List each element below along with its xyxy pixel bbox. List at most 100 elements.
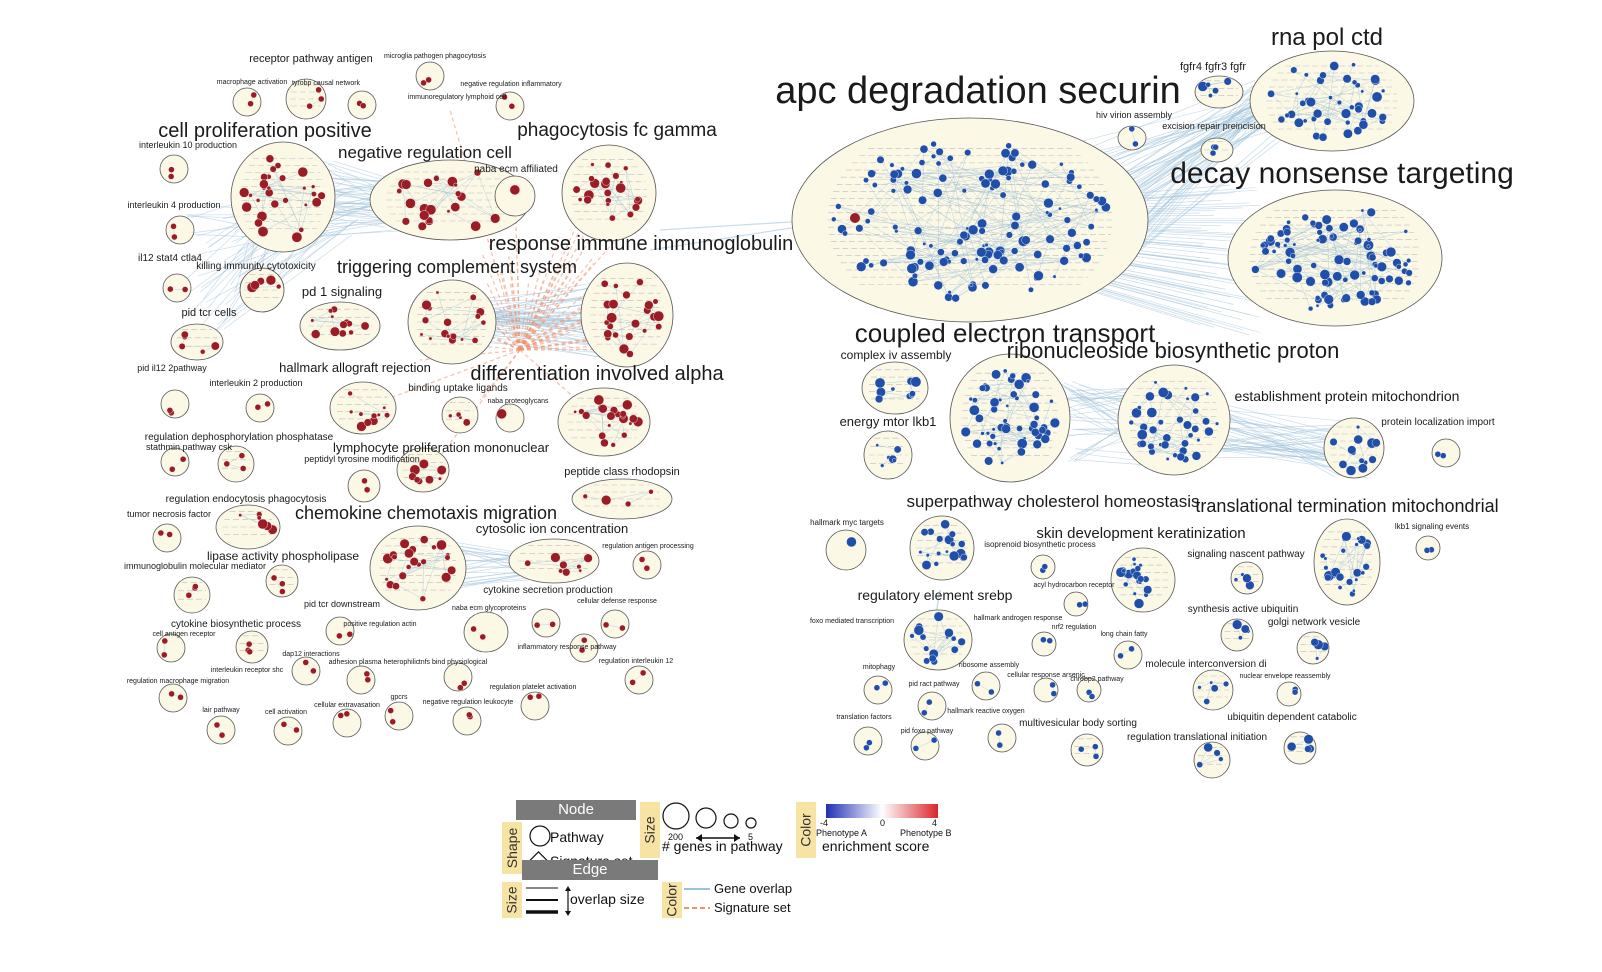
pathway-node[interactable]: [1213, 749, 1221, 757]
pathway-node[interactable]: [405, 564, 412, 570]
pathway-node[interactable]: [441, 572, 452, 583]
pathway-node[interactable]: [558, 568, 564, 574]
pathway-node[interactable]: [1358, 457, 1365, 464]
pathway-node[interactable]: [1277, 115, 1286, 124]
pathway-node[interactable]: [1005, 231, 1013, 239]
pathway-node[interactable]: [1266, 234, 1275, 243]
pathway-node[interactable]: [890, 188, 896, 194]
pathway-node[interactable]: [239, 465, 247, 472]
pathway-node[interactable]: [1341, 531, 1352, 542]
pathway-node[interactable]: [269, 165, 277, 173]
pathway-node[interactable]: [1356, 290, 1366, 300]
pathway-node[interactable]: [1238, 635, 1243, 641]
pathway-node[interactable]: [1205, 391, 1210, 396]
pathway-node[interactable]: [364, 676, 372, 683]
pathway-node[interactable]: [1000, 461, 1005, 465]
pathway-node[interactable]: [1016, 438, 1028, 449]
pathway-node[interactable]: [993, 441, 998, 446]
pathway-node[interactable]: [270, 199, 279, 209]
pathway-node[interactable]: [1128, 419, 1134, 426]
pathway-node[interactable]: [1223, 680, 1230, 687]
pathway-node[interactable]: [978, 227, 986, 235]
pathway-node[interactable]: [1315, 656, 1320, 661]
pathway-node[interactable]: [577, 197, 583, 202]
pathway-node[interactable]: [282, 197, 289, 204]
pathway-node[interactable]: [890, 386, 896, 392]
pathway-node[interactable]: [339, 320, 348, 329]
pathway-node[interactable]: [398, 571, 407, 580]
pathway-node[interactable]: [455, 190, 462, 197]
pathway-node[interactable]: [1092, 195, 1100, 203]
pathway-node[interactable]: [864, 218, 871, 224]
pathway-node[interactable]: [479, 633, 486, 641]
pathway-node[interactable]: [1286, 219, 1291, 225]
pathway-node[interactable]: [583, 553, 593, 563]
pathway-node[interactable]: [1342, 276, 1349, 283]
pathway-node[interactable]: [960, 257, 968, 265]
pathway-node[interactable]: [972, 397, 978, 403]
pathway-node[interactable]: [612, 331, 619, 339]
pathway-node[interactable]: [443, 318, 452, 327]
pathway-node[interactable]: [247, 100, 254, 107]
pathway-node[interactable]: [910, 376, 922, 388]
pathway-node[interactable]: [581, 636, 588, 644]
pathway-node[interactable]: [1045, 210, 1050, 215]
pathway-node[interactable]: [619, 410, 627, 418]
pathway-node[interactable]: [1210, 684, 1219, 693]
pathway-node[interactable]: [1153, 380, 1158, 385]
pathway-node[interactable]: [167, 173, 175, 180]
pathway-node[interactable]: [951, 249, 959, 257]
pathway-node[interactable]: [1000, 148, 1011, 159]
pathway-node[interactable]: [1342, 257, 1352, 266]
pathway-node[interactable]: [310, 667, 317, 675]
pathway-node[interactable]: [967, 224, 979, 236]
pathway-node[interactable]: [1368, 289, 1375, 296]
pathway-node[interactable]: [1286, 741, 1297, 752]
pathway-node[interactable]: [999, 255, 1009, 265]
pathway-node[interactable]: [874, 394, 884, 404]
pathway-node[interactable]: [1345, 578, 1354, 586]
pathway-node[interactable]: [936, 551, 942, 556]
pathway-node[interactable]: [1050, 690, 1058, 697]
pathway-node[interactable]: [936, 535, 944, 543]
pathway-node[interactable]: [652, 298, 659, 305]
pathway-node[interactable]: [311, 191, 317, 197]
pathway-node[interactable]: [961, 188, 967, 194]
pathway-node[interactable]: [1405, 269, 1413, 277]
pathway-node[interactable]: [598, 404, 608, 414]
pathway-node[interactable]: [979, 384, 986, 392]
pathway-node[interactable]: [991, 427, 996, 432]
pathway-node[interactable]: [419, 459, 429, 469]
pathway-node[interactable]: [613, 283, 619, 289]
pathway-node[interactable]: [1285, 258, 1292, 265]
pathway-node[interactable]: [409, 557, 419, 567]
pathway-node[interactable]: [1440, 452, 1447, 459]
pathway-node[interactable]: [919, 633, 927, 641]
pathway-node[interactable]: [559, 560, 568, 569]
pathway-node[interactable]: [911, 168, 922, 179]
pathway-node[interactable]: [863, 177, 869, 183]
pathway-node[interactable]: [906, 263, 918, 274]
pathway-node[interactable]: [924, 260, 935, 271]
pathway-node[interactable]: [911, 272, 918, 279]
pathway-node[interactable]: [256, 515, 262, 521]
pathway-node[interactable]: [1132, 562, 1137, 566]
pathway-node[interactable]: [382, 405, 387, 410]
pathway-node[interactable]: [1366, 207, 1376, 217]
pathway-node[interactable]: [964, 149, 972, 157]
pathway-node[interactable]: [600, 280, 609, 288]
pathway-node[interactable]: [1197, 685, 1202, 690]
pathway-node[interactable]: [846, 536, 857, 548]
pathway-node[interactable]: [1310, 262, 1317, 269]
pathway-node[interactable]: [239, 187, 250, 198]
pathway-node[interactable]: [1271, 249, 1277, 254]
pathway-node[interactable]: [576, 564, 582, 570]
pathway-node[interactable]: [946, 154, 954, 162]
pathway-node[interactable]: [957, 637, 966, 646]
pathway-node[interactable]: [935, 147, 944, 156]
pathway-node[interactable]: [361, 477, 368, 485]
pathway-node[interactable]: [1342, 74, 1352, 84]
pathway-node[interactable]: [417, 221, 427, 231]
pathway-node[interactable]: [1318, 132, 1328, 142]
pathway-node[interactable]: [1333, 254, 1345, 265]
